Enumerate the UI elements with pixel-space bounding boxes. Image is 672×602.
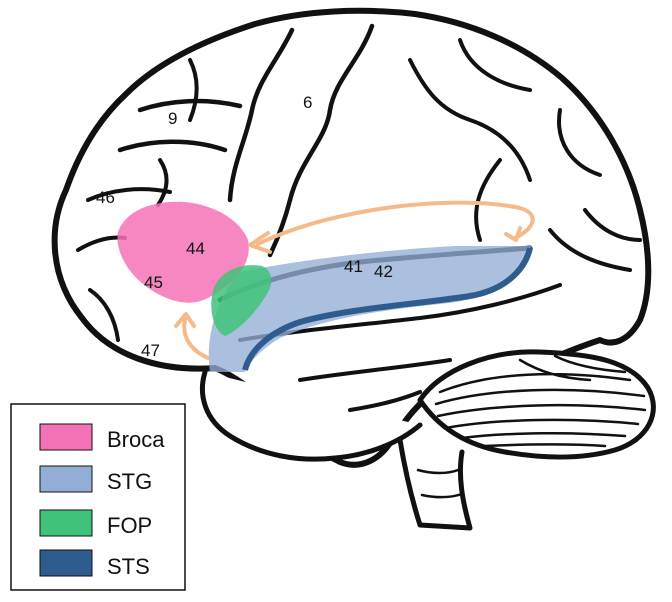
legend-label-fop: FOP [107, 513, 152, 538]
legend-swatch-sts [40, 550, 92, 576]
area-46-label: 46 [96, 188, 115, 207]
legend-swatch-broca [40, 424, 92, 450]
area-42-label: 42 [374, 262, 393, 281]
brain-stem [400, 440, 470, 528]
legend-label-broca: Broca [107, 427, 165, 452]
area-47-label: 47 [141, 341, 160, 360]
area-45-label: 45 [144, 273, 163, 292]
legend-swatch-stg [40, 466, 92, 492]
area-9-label: 9 [168, 109, 177, 128]
legend-label-sts: STS [107, 554, 150, 579]
area-44-label: 44 [186, 239, 205, 258]
area-6-label: 6 [303, 93, 312, 112]
legend-label-stg: STG [107, 469, 152, 494]
legend: Broca STG FOP STS [11, 404, 185, 590]
legend-swatch-fop [40, 510, 92, 536]
area-41-label: 41 [344, 257, 363, 276]
